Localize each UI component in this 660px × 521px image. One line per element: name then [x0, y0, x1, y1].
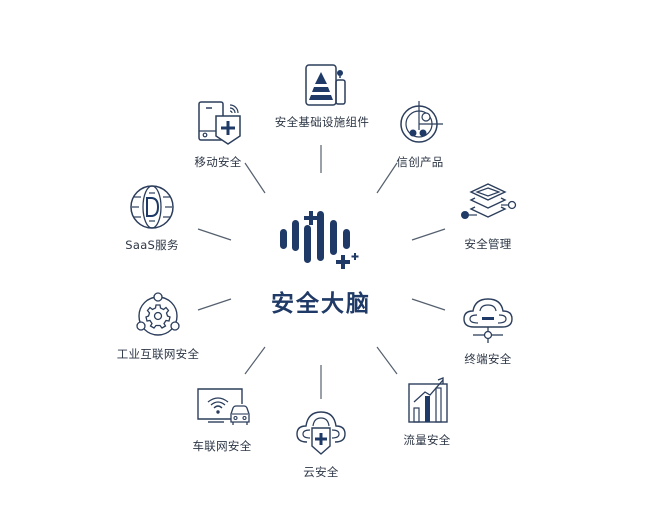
connector-saas	[197, 228, 232, 241]
connector-iiot	[197, 298, 232, 311]
connector-mgmt	[411, 228, 446, 241]
node-label: 安全管理	[464, 237, 512, 251]
node-label: 移动安全	[194, 155, 242, 169]
cloud-node-icon	[463, 298, 513, 343]
node-traffic[interactable]: 流量安全	[396, 374, 458, 448]
gear-network-icon	[136, 292, 180, 336]
connector-mobile	[244, 162, 266, 194]
node-mobile[interactable]: 移动安全	[186, 100, 250, 170]
node-saas[interactable]: SaaS服务	[118, 183, 186, 253]
node-iov[interactable]: 车联网安全	[186, 386, 258, 454]
globe-d-icon	[130, 185, 174, 229]
bar-chart-trend-icon	[408, 377, 448, 423]
node-label: 云安全	[303, 465, 339, 479]
phone-shield-icon	[198, 101, 241, 145]
center-title: 安全大脑	[271, 291, 371, 317]
target-crosshair-icon	[400, 101, 443, 143]
connector-iov	[244, 346, 266, 375]
stacked-layers-icon	[461, 183, 517, 219]
node-terminal[interactable]: 终端安全	[452, 293, 524, 367]
node-label: 车联网安全	[192, 439, 252, 453]
node-label: 终端安全	[464, 352, 512, 366]
node-xinchuang[interactable]: 信创产品	[388, 100, 452, 170]
node-label: 信创产品	[396, 155, 444, 169]
node-label: 安全基础设施组件	[274, 115, 370, 129]
node-label: 流量安全	[403, 433, 451, 447]
brain-waveform-icon	[280, 211, 359, 269]
traffic-cone-icon	[305, 64, 346, 106]
cloud-shield-icon	[296, 411, 346, 455]
node-label: SaaS服务	[125, 238, 179, 252]
node-iiot[interactable]: 工业互联网安全	[112, 290, 204, 362]
connector-traffic	[376, 346, 398, 375]
connector-terminal	[411, 298, 446, 311]
connector-xinchuang	[376, 162, 398, 194]
screen-wifi-car-icon	[197, 388, 250, 425]
node-label: 工业互联网安全	[116, 347, 200, 361]
node-cloud[interactable]: 云安全	[290, 408, 352, 480]
node-infra[interactable]: 安全基础设施组件	[270, 64, 374, 130]
node-mgmt[interactable]: 安全管理	[452, 182, 524, 252]
